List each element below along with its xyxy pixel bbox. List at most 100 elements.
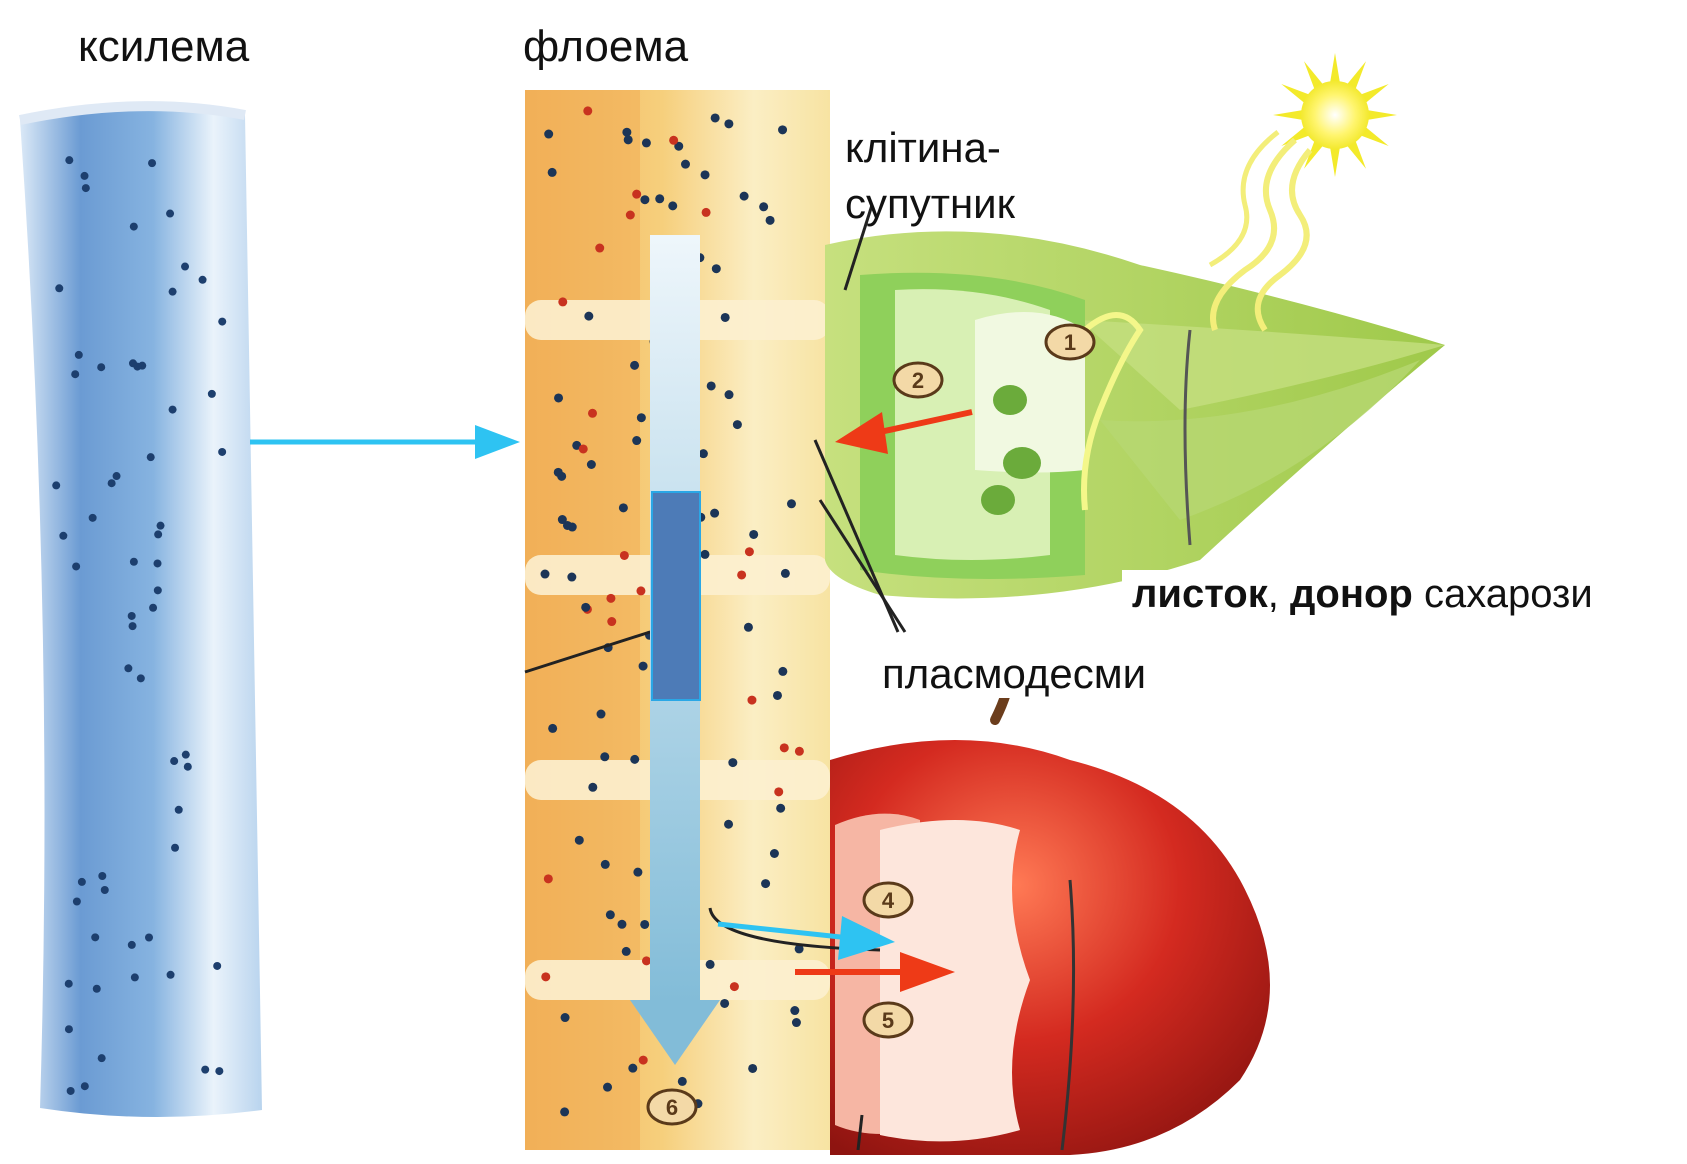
particle xyxy=(759,202,768,211)
particle xyxy=(790,1006,799,1015)
particle xyxy=(773,691,782,700)
plasmodesmata-label: пласмодесми xyxy=(876,650,1152,698)
sun-ray xyxy=(1330,53,1341,85)
particle xyxy=(137,674,145,682)
particle xyxy=(215,1067,223,1075)
particle xyxy=(581,603,590,612)
particle xyxy=(558,297,567,306)
particle xyxy=(98,1054,106,1062)
particle xyxy=(145,934,153,942)
particle xyxy=(681,160,690,169)
particle xyxy=(640,920,649,929)
step-marker-2: 2 xyxy=(894,363,942,397)
particle xyxy=(668,201,677,210)
particle xyxy=(624,135,633,144)
particle xyxy=(65,156,73,164)
particle xyxy=(541,570,550,579)
particle xyxy=(129,622,137,630)
particle xyxy=(748,1064,757,1073)
particle xyxy=(554,468,563,477)
particle xyxy=(213,962,221,970)
particle xyxy=(201,1066,209,1074)
particle xyxy=(175,806,183,814)
particle xyxy=(626,211,635,220)
particle xyxy=(170,757,178,765)
particle xyxy=(724,820,733,829)
particle xyxy=(720,999,729,1008)
particle xyxy=(548,168,557,177)
particle xyxy=(774,787,783,796)
particle xyxy=(637,413,646,422)
particle xyxy=(101,886,109,894)
companion-cell-label-line2: супутник xyxy=(845,176,1015,232)
step-marker-4: 4 xyxy=(864,883,912,917)
particle xyxy=(154,530,162,538)
particle xyxy=(130,558,138,566)
particle xyxy=(81,1082,89,1090)
particle xyxy=(770,849,779,858)
particle xyxy=(73,897,81,905)
particle xyxy=(554,393,563,402)
particle xyxy=(133,363,141,371)
particle xyxy=(603,1083,612,1092)
particle xyxy=(607,617,616,626)
companion-cell-label-line1: клітина- xyxy=(845,120,1015,176)
particle xyxy=(628,1064,637,1073)
step-marker-number: 5 xyxy=(882,1008,894,1033)
sun-ray xyxy=(1273,110,1305,121)
particle xyxy=(588,409,597,418)
particle xyxy=(78,878,86,886)
particle xyxy=(795,747,804,756)
particle xyxy=(700,550,709,559)
particle xyxy=(702,208,711,217)
particle xyxy=(579,444,588,453)
particle xyxy=(721,313,730,322)
particle xyxy=(639,662,648,671)
xylem-label: ксилема xyxy=(70,22,257,72)
particle xyxy=(745,547,754,556)
particle xyxy=(728,758,737,767)
particle xyxy=(124,664,132,672)
particle xyxy=(71,370,79,378)
phloem-label: флоема xyxy=(515,22,696,72)
particle xyxy=(622,128,631,137)
particle xyxy=(642,956,651,965)
particle xyxy=(67,1087,75,1095)
particle xyxy=(575,836,584,845)
particle xyxy=(583,106,592,115)
particle xyxy=(766,216,775,225)
particle xyxy=(600,752,609,761)
particle xyxy=(181,263,189,271)
particle xyxy=(98,872,106,880)
donor-word: донор xyxy=(1290,572,1413,616)
particle xyxy=(558,515,567,524)
particle xyxy=(131,973,139,981)
particle xyxy=(97,363,105,371)
particle xyxy=(130,223,138,231)
step-marker-6: 6 xyxy=(648,1090,696,1124)
particle xyxy=(65,1025,73,1033)
particle xyxy=(744,623,753,632)
particle xyxy=(93,985,101,993)
particle xyxy=(707,381,716,390)
particle xyxy=(65,980,73,988)
particle xyxy=(724,119,733,128)
particle xyxy=(622,947,631,956)
leaf-word: листок xyxy=(1132,572,1268,616)
particle xyxy=(218,448,226,456)
particle xyxy=(597,710,606,719)
particle xyxy=(737,570,746,579)
particle xyxy=(587,460,596,469)
particle xyxy=(568,523,577,532)
particle xyxy=(642,138,651,147)
particle xyxy=(655,194,664,203)
particle xyxy=(147,453,155,461)
particle xyxy=(711,113,720,122)
particle xyxy=(166,210,174,218)
particle xyxy=(730,982,739,991)
particle xyxy=(81,172,89,180)
sun-ray xyxy=(1330,145,1341,177)
particle xyxy=(710,509,719,518)
particle xyxy=(199,276,207,284)
particle xyxy=(541,972,550,981)
